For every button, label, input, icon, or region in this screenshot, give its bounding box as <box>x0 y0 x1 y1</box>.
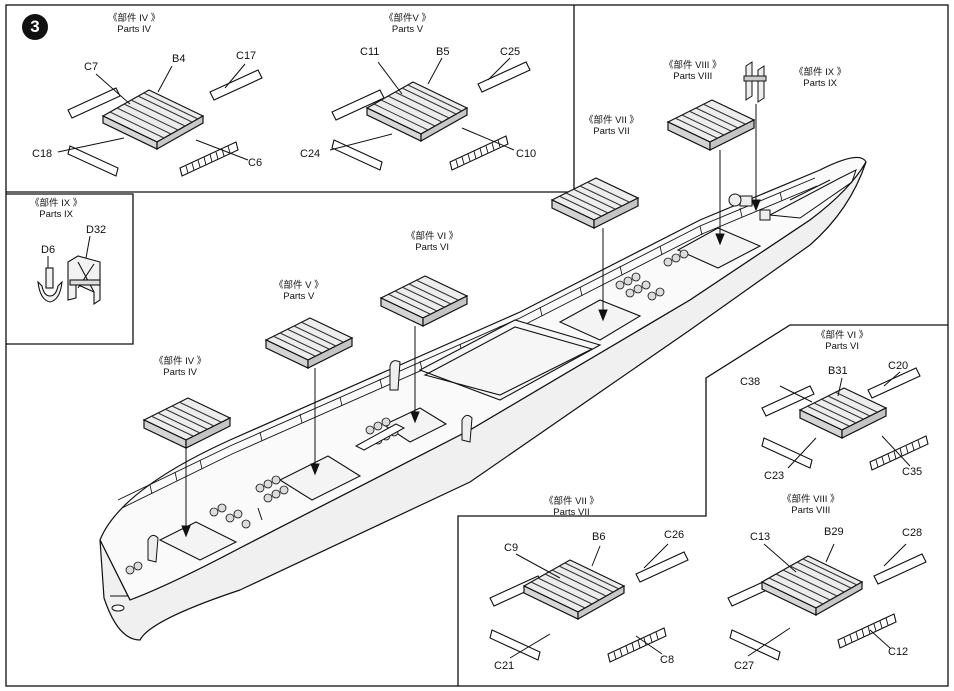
part-label-c18: C18 <box>32 148 53 160</box>
group-header-ix-ship: 《部件 IX 》 Parts IX <box>794 67 846 89</box>
group-en: Parts IX <box>39 209 74 220</box>
group-en: Parts VIII <box>673 71 713 82</box>
part-label-b6: B6 <box>592 531 606 543</box>
part-label-c13: C13 <box>750 531 771 543</box>
part-label-b5: B5 <box>436 46 450 58</box>
part-label-c28: C28 <box>902 527 923 539</box>
group-en: Parts VII <box>593 126 630 137</box>
group-en: Parts VIII <box>791 505 831 516</box>
group-header-viii-box: 《部件 VIII 》 Parts VIII <box>782 494 840 516</box>
part-label-c10: C10 <box>516 148 537 160</box>
group-en: Parts VII <box>553 507 590 518</box>
group-cn: 《部件 VII 》 <box>584 115 639 126</box>
part-label-b31: B31 <box>828 365 848 377</box>
part-label-c25: C25 <box>500 46 521 58</box>
group-cn: 《部件 IV 》 <box>154 356 207 367</box>
part-label-c26: C26 <box>664 529 685 541</box>
step-number-badge: 3 <box>22 14 48 40</box>
part-label-d6: D6 <box>41 244 56 256</box>
group-cn: 《部件V 》 <box>384 13 431 24</box>
group-en: Parts IV <box>117 24 152 35</box>
group-header-iv-ship: 《部件 IV 》 Parts IV <box>154 356 206 378</box>
group-header-vi-box: 《部件 VI 》 Parts VI <box>816 330 868 352</box>
group-header-ix-box: 《部件 IX 》 Parts IX <box>30 198 82 220</box>
group-cn: 《部件 VII 》 <box>544 496 599 507</box>
group-cn: 《部件 V 》 <box>274 280 324 291</box>
group-cn: 《部件 IX 》 <box>30 198 83 209</box>
part-label-c21: C21 <box>494 660 515 672</box>
group-en: Parts VI <box>825 341 860 352</box>
group-cn: 《部件 VIII 》 <box>782 494 840 505</box>
group-cn: 《部件 VIII 》 <box>664 60 722 71</box>
group-en: Parts VI <box>415 242 450 253</box>
part-label-c11: C11 <box>360 46 380 58</box>
part-label-c6: C6 <box>248 157 263 169</box>
group-header-v-ship: 《部件 V 》 Parts V <box>274 280 324 302</box>
group-header-viii-ship: 《部件 VIII 》 Parts VIII <box>664 60 722 82</box>
part-label-c27: C27 <box>734 660 755 672</box>
part-label-b4: B4 <box>172 53 186 65</box>
group-header-v-top: 《部件V 》 Parts V <box>384 13 431 35</box>
part-label-c38: C38 <box>740 376 761 388</box>
group-en: Parts V <box>283 291 315 302</box>
group-en: Parts V <box>391 24 424 35</box>
group-en: Parts IV <box>163 367 198 378</box>
part-label-c35: C35 <box>902 466 923 478</box>
part-label-c8: C8 <box>660 654 675 666</box>
part-label-c20: C20 <box>888 360 909 372</box>
part-label-c9: C9 <box>504 542 519 554</box>
group-cn: 《部件 VI 》 <box>406 231 459 242</box>
group-cn: 《部件 IX 》 <box>794 67 847 78</box>
part-label-d32: D32 <box>86 224 107 236</box>
part-label-c23: C23 <box>764 470 785 482</box>
group-header-vii-box: 《部件 VII 》 Parts VII <box>544 496 599 518</box>
part-label-c7: C7 <box>84 61 99 73</box>
part-label-c24: C24 <box>300 148 321 160</box>
group-header-vii-ship: 《部件 VII 》 Parts VII <box>584 115 639 137</box>
group-header-iv-top: 《部件 IV 》 Parts IV <box>108 13 160 35</box>
part-label-c17: C17 <box>236 50 257 62</box>
group-cn: 《部件 IV 》 <box>108 13 161 24</box>
part-label-b29: B29 <box>824 526 844 538</box>
group-en: Parts IX <box>803 78 838 89</box>
group-header-vi-ship: 《部件 VI 》 Parts VI <box>406 231 458 253</box>
part-label-c12: C12 <box>888 646 909 658</box>
group-cn: 《部件 VI 》 <box>816 330 869 341</box>
